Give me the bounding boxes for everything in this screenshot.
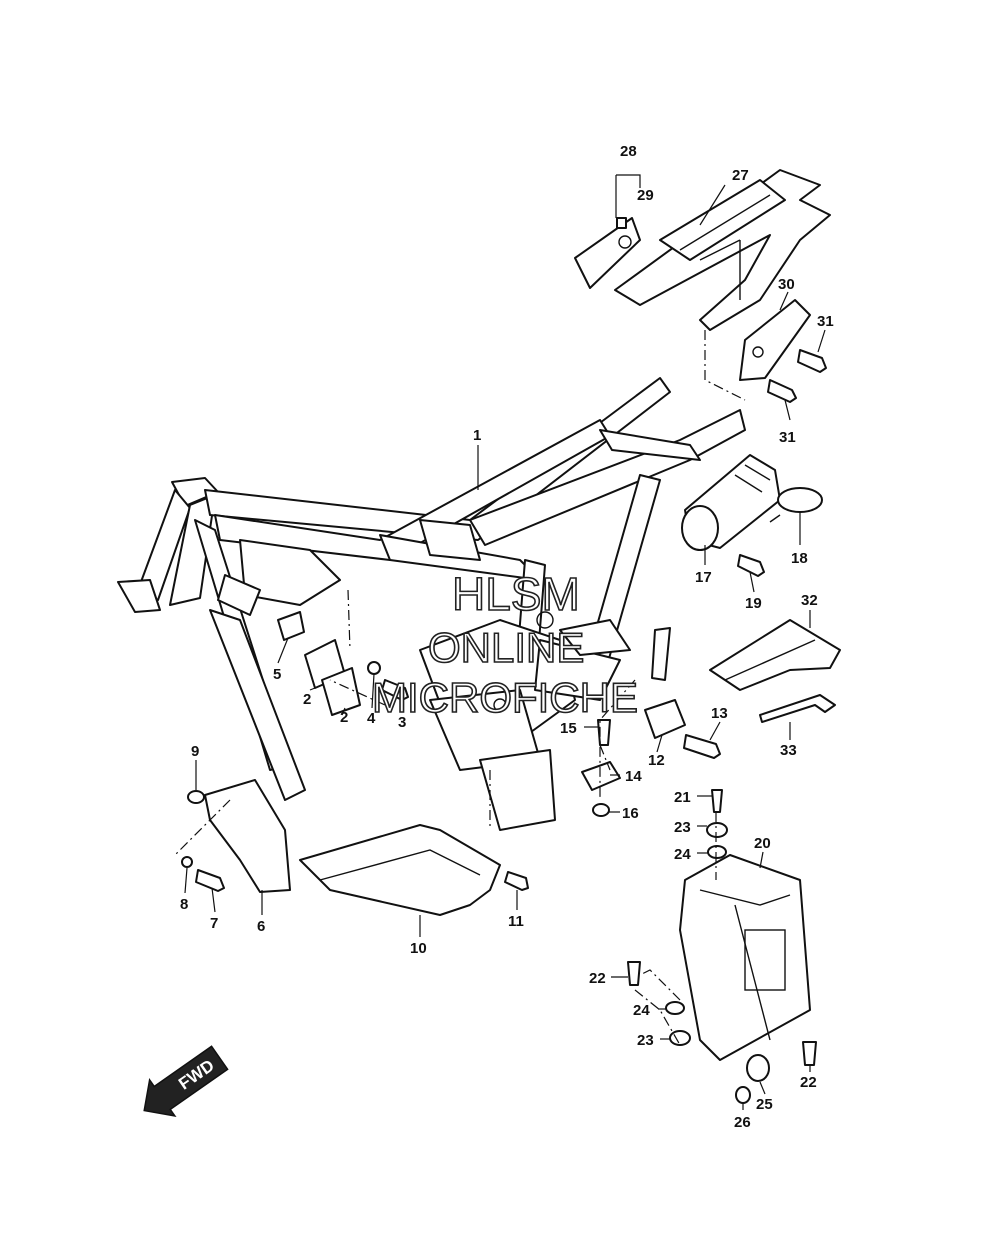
washer-4: [367, 661, 381, 675]
callout-4: 4: [367, 710, 376, 727]
bracket-6: [204, 779, 291, 893]
callout-6: 6: [257, 918, 265, 935]
callout-2: 2: [303, 691, 311, 708]
callout-16: 16: [622, 805, 639, 822]
plate-30: [739, 299, 811, 381]
callout-25: 25: [756, 1096, 773, 1113]
cap-25: [746, 1054, 770, 1082]
callout-23b: 23: [637, 1032, 654, 1049]
grommet-23b: [669, 1030, 691, 1046]
callout-2b: 2: [340, 709, 348, 726]
grommet-23a: [706, 822, 728, 838]
rod-33: [759, 694, 836, 723]
watermark-line3: MICROFICHE: [372, 674, 638, 721]
bolt-13: [683, 734, 721, 759]
callout-7: 7: [210, 915, 218, 932]
damper-12: [644, 699, 686, 739]
callout-28: 28: [620, 143, 637, 160]
callout-26: 26: [734, 1114, 751, 1131]
callout-22: 22: [589, 970, 606, 987]
callout-30: 30: [778, 276, 795, 293]
bolt-19: [737, 554, 765, 577]
callout-3: 3: [398, 714, 406, 731]
callout-14: 14: [625, 768, 642, 785]
callout-22b: 22: [800, 1074, 817, 1091]
callout-11: 11: [508, 913, 524, 930]
fwd-arrow-icon: FWD: [143, 1045, 229, 1118]
center-lines: [174, 330, 746, 1046]
grommet-24b: [665, 1001, 685, 1015]
callout-5: 5: [273, 666, 281, 683]
bolt-22a: [627, 961, 641, 986]
callout-31: 31: [817, 313, 834, 330]
nut-9: [187, 790, 205, 804]
callout-29: 29: [637, 187, 654, 204]
callout-12: 12: [648, 752, 665, 769]
callout-13: 13: [711, 705, 728, 722]
callout-21: 21: [674, 789, 691, 806]
bracket-28: [574, 217, 641, 289]
callout-32: 32: [801, 592, 818, 609]
callout-27: 27: [732, 167, 749, 184]
callout-1: 1: [473, 427, 481, 444]
part-5: [277, 611, 305, 641]
callout-8: 8: [180, 896, 188, 913]
watermark-line2: ONLINE: [428, 624, 584, 671]
callout-33: 33: [780, 742, 797, 759]
callout-17: 17: [695, 569, 712, 586]
bolt-31b: [767, 379, 797, 403]
leader-lines: [184, 174, 826, 1110]
bolt-31a: [797, 349, 827, 373]
callout-20: 20: [754, 835, 771, 852]
callout-15: 15: [560, 720, 577, 737]
callout-24b: 24: [633, 1002, 650, 1019]
battery-box-20: [679, 854, 811, 1061]
watermark: HLSM ONLINE MICROFICHE: [371, 567, 639, 722]
washer-8: [181, 856, 193, 868]
cap-26: [735, 1086, 751, 1104]
seat-rail: [614, 169, 831, 331]
bolt-3: [381, 679, 409, 701]
callout-labels: 1 2 2 3 4 5 6 7 8 9 10 11 12 13 14 15 16…: [180, 143, 834, 1131]
callout-10: 10: [410, 940, 427, 957]
cushion-14: [581, 761, 621, 791]
callout-9: 9: [191, 743, 199, 760]
grommet-24a: [707, 845, 727, 859]
bracket-2b: [321, 667, 361, 716]
bolt-11: [504, 871, 529, 891]
bolt-21: [711, 789, 723, 813]
bolt-15: [597, 719, 611, 746]
nut-16: [592, 803, 610, 817]
guard-10: [299, 824, 501, 916]
callout-19: 19: [745, 595, 762, 612]
watermark-line1: HLSM: [452, 568, 580, 620]
bolt-7: [195, 869, 225, 892]
clip-29: [616, 217, 627, 229]
callout-24: 24: [674, 846, 691, 863]
callout-23: 23: [674, 819, 691, 836]
callout-18: 18: [791, 550, 808, 567]
canister-17: [681, 454, 781, 551]
bolt-22b: [802, 1041, 817, 1066]
cover-32: [709, 619, 841, 691]
main-frame: [117, 377, 746, 831]
callout-31b: 31: [779, 429, 796, 446]
